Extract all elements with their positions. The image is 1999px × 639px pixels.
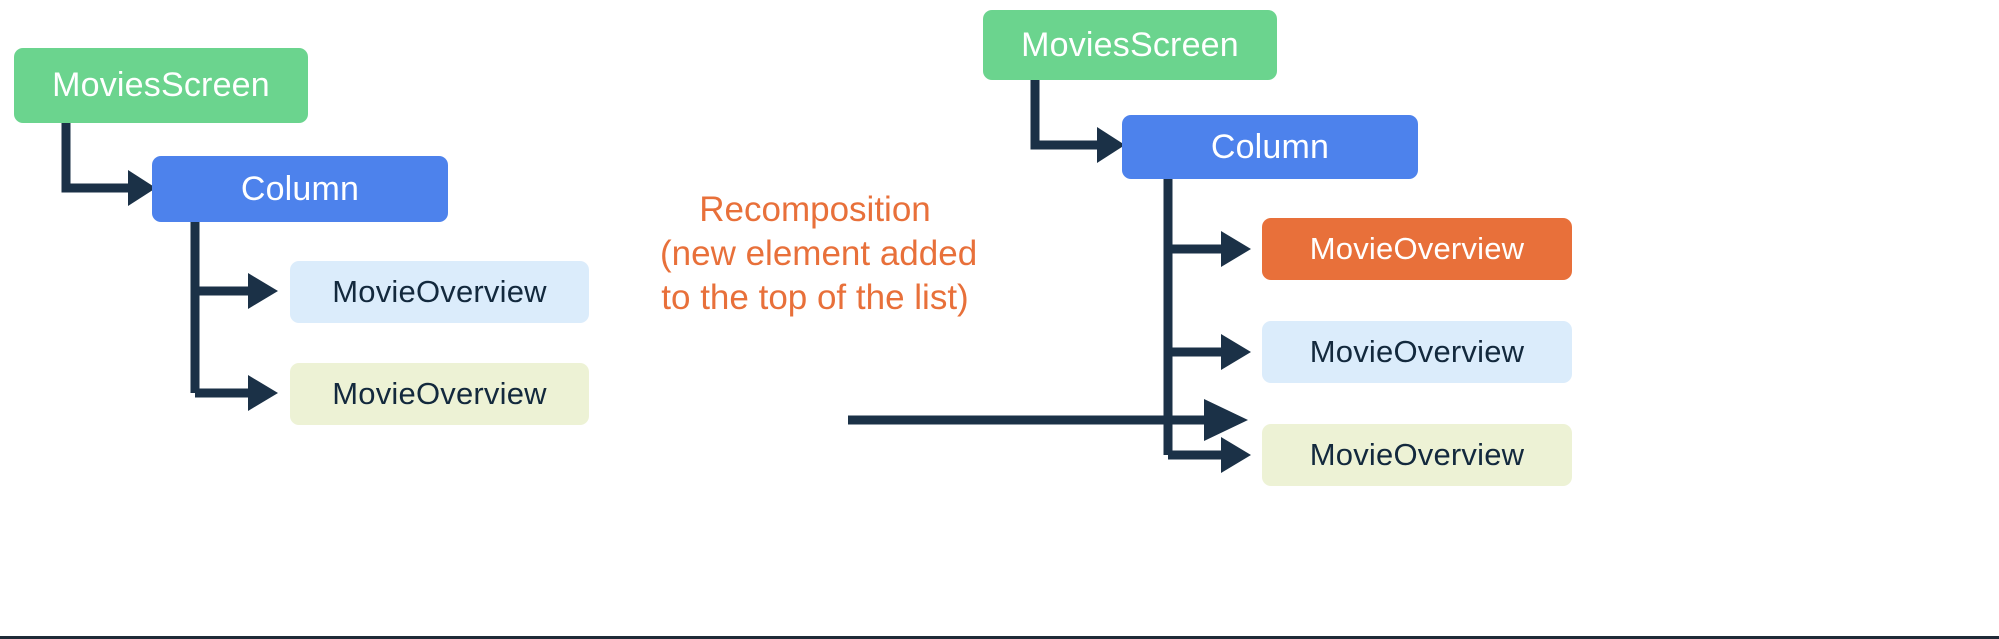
before-column-children-connector: [190, 222, 310, 411]
before-movie-overview-label-1: MovieOverview: [332, 274, 547, 309]
before-screen-to-column-connector: [60, 123, 170, 206]
before-movie-overview-node-2[interactable]: MovieOverview: [290, 363, 589, 425]
after-column-label: Column: [1210, 127, 1330, 166]
after-movie-overview-label-3: MovieOverview: [1309, 437, 1525, 472]
after-movie-overview-node-1[interactable]: MovieOverview: [1262, 218, 1572, 280]
recomposition-arrow: [848, 396, 1258, 444]
after-column-children-connector: [1163, 179, 1283, 473]
before-column-node[interactable]: Column: [152, 156, 448, 222]
after-movies-screen-label: MoviesScreen: [1021, 25, 1239, 64]
after-screen-to-column-connector: [1029, 80, 1149, 180]
after-movie-overview-label-1: MovieOverview: [1309, 231, 1525, 266]
after-movie-overview-label-2: MovieOverview: [1309, 334, 1525, 369]
recomposition-caption: Recomposition (new element added to the …: [660, 188, 978, 320]
after-movie-overview-node-3[interactable]: MovieOverview: [1262, 424, 1572, 486]
bottom-divider: [0, 636, 1999, 639]
after-movie-overview-node-2[interactable]: MovieOverview: [1262, 321, 1572, 383]
caption-line-1: Recomposition: [699, 190, 931, 229]
after-column-node[interactable]: Column: [1122, 115, 1418, 179]
before-column-label: Column: [240, 169, 360, 208]
before-movies-screen-node[interactable]: MoviesScreen: [14, 48, 308, 123]
before-movie-overview-label-2: MovieOverview: [332, 376, 547, 411]
before-movies-screen-label: MoviesScreen: [52, 66, 270, 104]
before-movie-overview-node-1[interactable]: MovieOverview: [290, 261, 589, 323]
caption-line-2: (new element added: [660, 234, 978, 273]
after-movies-screen-node[interactable]: MoviesScreen: [983, 10, 1277, 80]
caption-line-3: to the top of the list): [661, 278, 969, 317]
